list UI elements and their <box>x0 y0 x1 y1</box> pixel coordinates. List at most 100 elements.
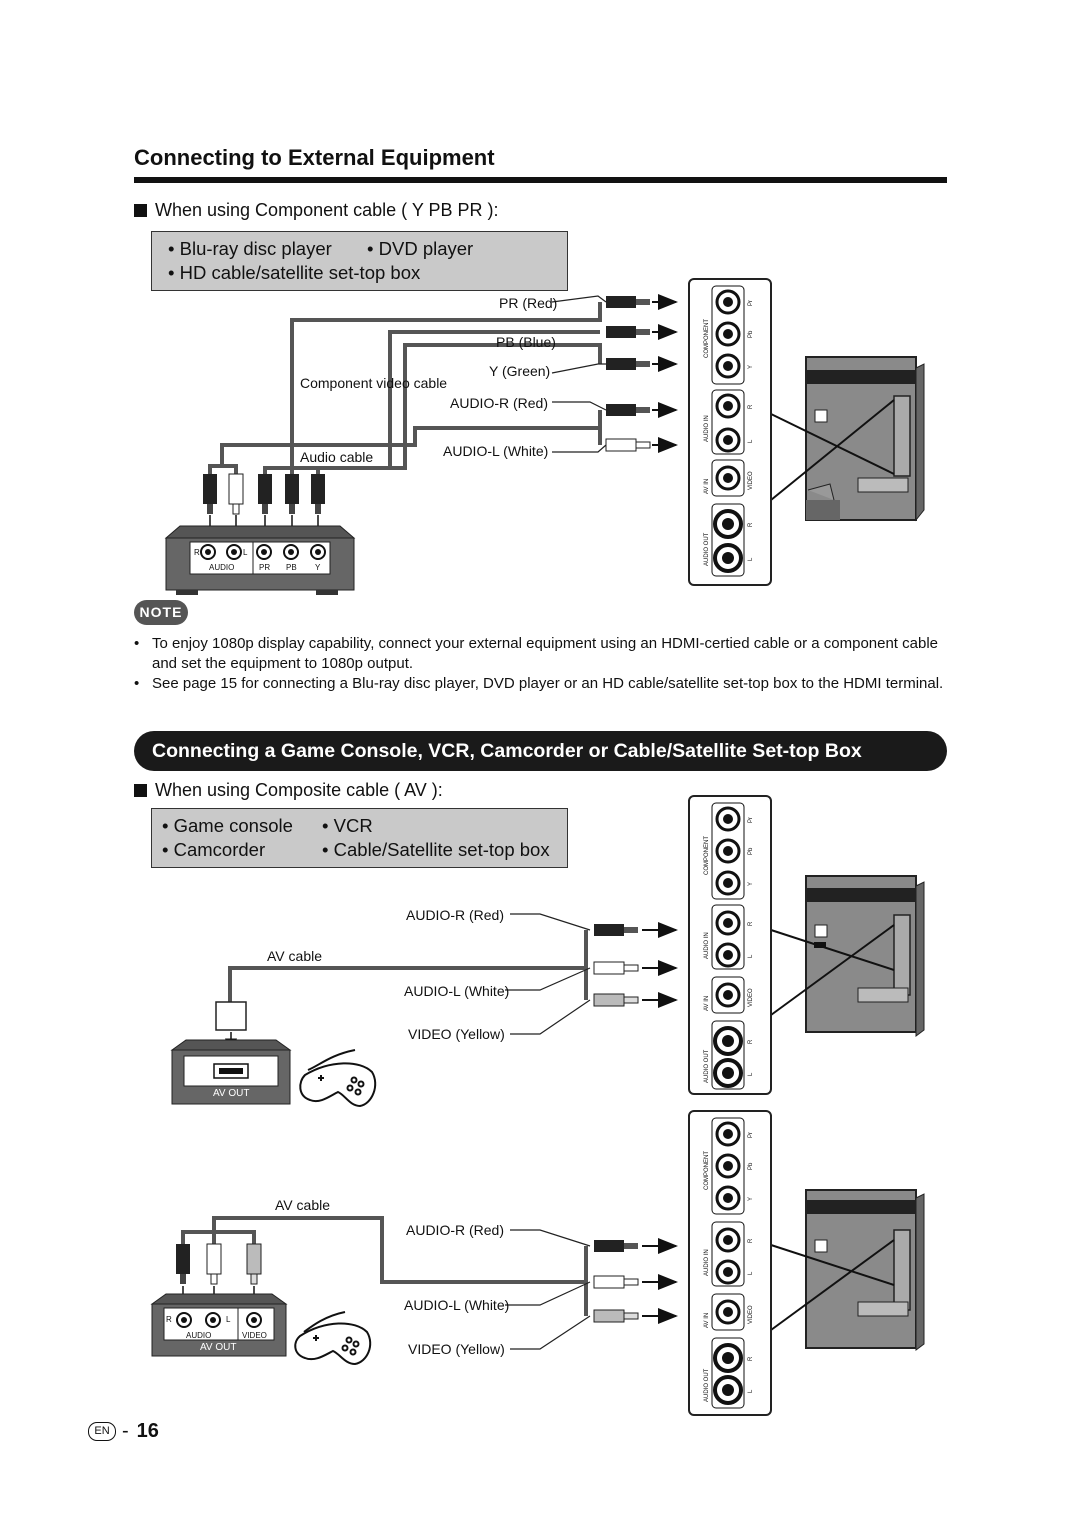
title-rule <box>134 177 947 183</box>
svg-text:R: R <box>748 522 754 527</box>
svg-text:AUDIO IN: AUDIO IN <box>704 1249 710 1276</box>
label-component-cable: Component video cable <box>300 375 448 391</box>
game-console-device-2 <box>150 1293 288 1357</box>
component-device-box: • Blu-ray disc player • DVD player • HD … <box>151 231 568 291</box>
device-plugs <box>203 473 325 515</box>
svg-text:L: L <box>748 1271 754 1275</box>
svg-text:R: R <box>748 1238 754 1243</box>
svg-text:COMPONENT: COMPONENT <box>704 836 710 875</box>
note-list: To enjoy 1080p display capability, conne… <box>134 634 964 694</box>
tv-terminal-panel-1: COMPONENT AUDIO IN AV IN AUDIO OUT Pr Pb… <box>688 278 772 586</box>
d1-label-av-cable: AV cable <box>267 948 322 964</box>
d1-label-audio-r: AUDIO-R (Red) <box>406 907 505 923</box>
jack-label-l: L <box>243 548 248 557</box>
jack-label-audio: AUDIO <box>209 563 235 572</box>
composite-heading-text: When using Composite cable ( AV ): <box>155 780 443 800</box>
device-camcorder: Camcorder <box>173 839 266 860</box>
svg-text:VIDEO: VIDEO <box>748 1305 754 1324</box>
page-footer: EN-16 <box>88 1420 159 1443</box>
d2-jack-l: L <box>226 1315 231 1324</box>
d2-label-audio-r: AUDIO-R (Red) <box>406 1222 505 1238</box>
jack-label-y: Y <box>315 563 321 572</box>
svg-text:Y: Y <box>748 365 754 369</box>
d2-jack-video: VIDEO <box>242 1331 267 1340</box>
device-hd-settop: HD cable/satellite set-top box <box>179 262 421 283</box>
device-bluray: Blu-ray disc player <box>179 238 332 259</box>
device-game-console: Game console <box>173 815 293 836</box>
page-title: Connecting to External Equipment <box>134 145 495 170</box>
jack-label-r: R <box>194 548 200 557</box>
jack-label-pb: PB <box>286 563 297 572</box>
svg-text:R: R <box>748 921 754 926</box>
svg-text:Y: Y <box>748 1197 754 1201</box>
svg-text:L: L <box>748 1389 754 1393</box>
d2-label-av-cable: AV cable <box>275 1197 330 1213</box>
svg-text:AV IN: AV IN <box>704 1313 710 1328</box>
svg-text:Pr: Pr <box>748 1132 754 1138</box>
svg-text:COMPONENT: COMPONENT <box>704 1151 710 1190</box>
jack-label-pr: PR <box>259 563 271 572</box>
note-badge: NOTE <box>134 600 188 625</box>
component-source-device <box>164 525 356 595</box>
svg-text:L: L <box>748 557 754 561</box>
gamepad-icon-2 <box>294 1311 372 1366</box>
svg-text:Pb: Pb <box>748 847 754 855</box>
composite-heading: When using Composite cable ( AV ): <box>134 780 443 801</box>
component-heading-text: When using Component cable ( Y PB PR ): <box>155 200 499 220</box>
d2-jack-audio: AUDIO <box>186 1331 212 1340</box>
svg-text:AUDIO OUT: AUDIO OUT <box>704 532 710 566</box>
svg-text:AUDIO OUT: AUDIO OUT <box>704 1049 710 1083</box>
tv-terminal-panel-2: COMPONENT AUDIO IN AV IN AUDIO OUT Pr Pb… <box>688 795 772 1095</box>
page-number: 16 <box>136 1420 159 1442</box>
svg-text:Pr: Pr <box>748 817 754 823</box>
label-audio-l: AUDIO-L (White) <box>443 443 549 459</box>
device-cable-settop: Cable/Satellite set-top box <box>333 839 550 860</box>
tv-back-1 <box>770 356 925 522</box>
d1-av-out-label: AV OUT <box>213 1088 250 1099</box>
d2-jack-r: R <box>166 1315 172 1324</box>
note-item: See page 15 for connecting a Blu-ray dis… <box>134 674 964 694</box>
language-badge: EN <box>88 1422 116 1441</box>
component-plugs <box>605 296 651 452</box>
game-console-device <box>170 1039 292 1105</box>
av-cable-1 <box>228 930 588 1002</box>
svg-text:VIDEO: VIDEO <box>748 471 754 490</box>
svg-text:L: L <box>748 439 754 443</box>
svg-text:Pr: Pr <box>748 300 754 306</box>
component-cables <box>208 302 602 476</box>
svg-text:AUDIO IN: AUDIO IN <box>704 415 710 442</box>
svg-text:AV IN: AV IN <box>704 479 710 494</box>
tv-terminal-panel-3: COMPONENT AUDIO IN AV IN AUDIO OUT Pr Pb… <box>688 1110 772 1416</box>
device-vcr: VCR <box>333 815 373 836</box>
d2-av-out-label: AV OUT <box>200 1342 237 1353</box>
bullet-square-icon <box>134 204 147 217</box>
svg-text:R: R <box>748 1356 754 1361</box>
label-pr-red: PR (Red) <box>499 295 558 311</box>
component-heading: When using Component cable ( Y PB PR ): <box>134 200 499 221</box>
tv-back-3 <box>770 1189 925 1351</box>
section-banner: Connecting a Game Console, VCR, Camcorde… <box>134 731 947 771</box>
svg-text:AUDIO IN: AUDIO IN <box>704 932 710 959</box>
svg-text:VIDEO: VIDEO <box>748 988 754 1007</box>
note-item: To enjoy 1080p display capability, conne… <box>134 634 964 674</box>
av-cable-2 <box>181 1216 588 1316</box>
composite-device-box: • Game console • VCR • Camcorder • Cable… <box>151 808 568 868</box>
svg-text:Y: Y <box>748 882 754 886</box>
label-pb-blue: PB (Blue) <box>496 334 556 350</box>
label-audio-cable: Audio cable <box>300 449 374 465</box>
tv1-component-label: COMPONENT <box>704 319 710 358</box>
svg-text:Pb: Pb <box>748 330 754 338</box>
d2-label-audio-l: AUDIO-L (White) <box>404 1297 510 1313</box>
svg-text:L: L <box>748 954 754 958</box>
svg-text:R: R <box>748 404 754 409</box>
d1-label-audio-l: AUDIO-L (White) <box>404 983 510 999</box>
svg-text:AUDIO OUT: AUDIO OUT <box>704 1368 710 1402</box>
svg-text:R: R <box>748 1039 754 1044</box>
tv-back-2 <box>770 875 925 1037</box>
label-y-green: Y (Green) <box>489 363 551 379</box>
svg-text:AV IN: AV IN <box>704 996 710 1011</box>
svg-text:Pb: Pb <box>748 1162 754 1170</box>
label-audio-r: AUDIO-R (Red) <box>450 395 549 411</box>
device-dvd: DVD player <box>378 238 474 259</box>
gamepad-icon-1 <box>299 1049 377 1108</box>
